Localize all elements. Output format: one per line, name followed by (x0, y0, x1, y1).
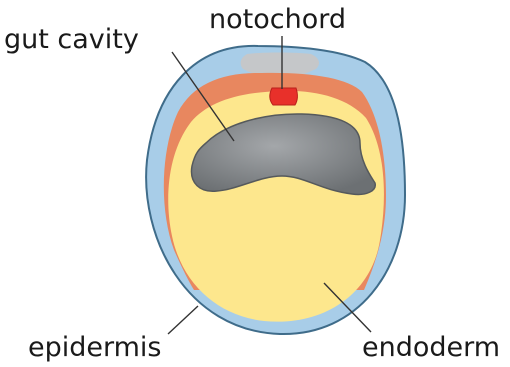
epidermis-leader-line (168, 306, 198, 334)
gut-cavity-label: gut cavity (4, 26, 139, 53)
endoderm-label: endoderm (362, 334, 500, 361)
epidermis-label: epidermis (28, 334, 162, 361)
notochord-label: notochord (209, 6, 346, 33)
notochord-shape (270, 88, 298, 105)
